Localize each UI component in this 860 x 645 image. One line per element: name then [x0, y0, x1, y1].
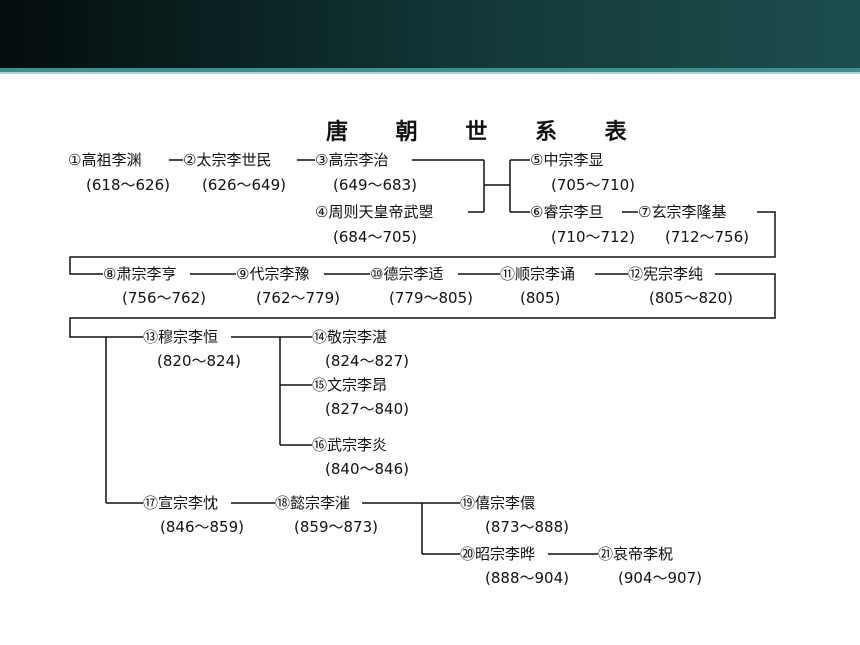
ruler-name-18: ⑱懿宗李漼 — [275, 494, 351, 512]
ruler-name-15: ⑮文宗李昂 — [312, 376, 388, 394]
ruler-name-13: ⑬穆宗李恒 — [143, 328, 219, 346]
ruler-years-15: (827～840) — [325, 400, 409, 418]
ruler-name-9: ⑨代宗李豫 — [236, 265, 310, 283]
ruler-name-6: ⑥睿宗李旦 — [530, 203, 604, 221]
ruler-years-3: (649～683) — [333, 176, 417, 194]
ruler-name-21: ㉑哀帝李柷 — [598, 545, 674, 563]
ruler-name-16: ⑯武宗李炎 — [312, 436, 388, 454]
header-accent-line-light — [0, 72, 860, 74]
ruler-years-2: (626～649) — [202, 176, 286, 194]
header-accent-line — [0, 68, 860, 72]
ruler-years-19: (873～888) — [485, 518, 569, 536]
ruler-name-8: ⑧肃宗李亨 — [103, 265, 177, 283]
ruler-years-1: (618～626) — [86, 176, 170, 194]
ruler-years-20: (888～904) — [485, 569, 569, 587]
ruler-name-2: ②太宗李世民 — [183, 151, 272, 169]
ruler-name-12: ⑫宪宗李纯 — [628, 265, 704, 283]
ruler-years-18: (859～873) — [294, 518, 378, 536]
ruler-years-17: (846～859) — [160, 518, 244, 536]
ruler-name-11: ⑪顺宗李诵 — [500, 265, 576, 283]
diagram-title: 唐 朝 世 系 表 — [326, 119, 647, 145]
ruler-years-10: (779～805) — [389, 289, 473, 307]
ruler-name-4: ④周则天皇帝武曌 — [315, 203, 434, 221]
ruler-name-17: ⑰宣宗李忱 — [143, 494, 219, 512]
slide-header-bar — [0, 0, 860, 68]
ruler-name-19: ⑲僖宗李儇 — [460, 494, 536, 512]
line-12-13 — [69, 273, 776, 338]
ruler-years-13: (820～824) — [157, 352, 241, 370]
ruler-years-21: (904～907) — [618, 569, 702, 587]
line-7-8 — [69, 211, 776, 275]
ruler-years-16: (840～846) — [325, 460, 409, 478]
ruler-years-4: (684～705) — [333, 228, 417, 246]
ruler-name-5: ⑤中宗李显 — [530, 151, 604, 169]
ruler-name-14: ⑭敬宗李湛 — [312, 328, 388, 346]
ruler-years-6: (710～712) — [551, 228, 635, 246]
ruler-years-12: (805～820) — [649, 289, 733, 307]
ruler-years-5: (705～710) — [551, 176, 635, 194]
ruler-years-14: (824～827) — [325, 352, 409, 370]
ruler-name-20: ⑳昭宗李晔 — [460, 545, 536, 563]
ruler-name-7: ⑦玄宗李隆基 — [638, 203, 727, 221]
ruler-name-3: ③高宗李治 — [315, 151, 389, 169]
ruler-years-11: (805) — [520, 289, 561, 307]
ruler-years-7: (712～756) — [665, 228, 749, 246]
ruler-name-10: ⑩德宗李适 — [370, 265, 444, 283]
ruler-years-8: (756～762) — [122, 289, 206, 307]
ruler-years-9: (762～779) — [256, 289, 340, 307]
ruler-name-1: ①高祖李渊 — [68, 151, 142, 169]
